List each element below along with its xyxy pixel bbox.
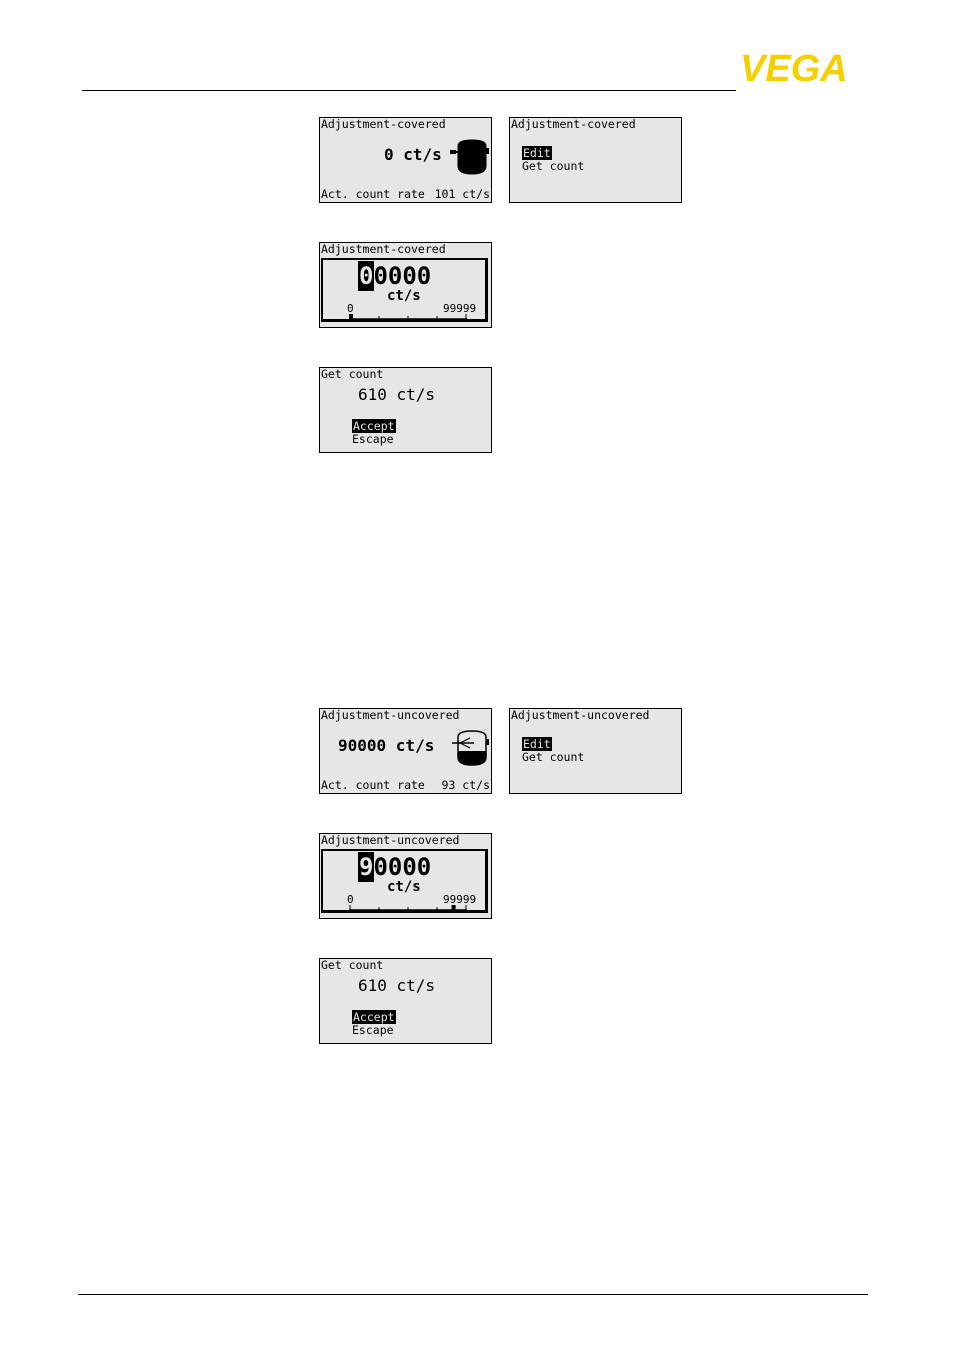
lcd-covered-get: Get count 610 ct/s Accept Escape bbox=[319, 367, 492, 453]
lcd-footer-value: 101 ct/s bbox=[434, 187, 490, 201]
lcd-covered-main: Adjustment-covered 0 ct/s Act. count rat… bbox=[319, 117, 492, 203]
edit-rest-digits: 0000 bbox=[373, 262, 432, 290]
lcd-title: Adjustment-covered bbox=[511, 117, 636, 131]
lcd-covered-edit: Adjustment-covered 00000 ct/s 0 99999 bbox=[319, 242, 492, 328]
lcd-title: Adjustment-uncovered bbox=[321, 833, 460, 847]
edit-frame: 90000 ct/s 0 99999 bbox=[321, 849, 488, 913]
lcd-footer-label: Act. count rate bbox=[321, 778, 425, 792]
edit-rest-digits: 0000 bbox=[373, 853, 432, 881]
edit-unit: ct/s bbox=[387, 879, 421, 895]
menu-item-get-count[interactable]: Get count bbox=[522, 159, 585, 173]
scale-max: 99999 bbox=[443, 893, 477, 906]
lcd-value: 610 ct/s bbox=[358, 385, 436, 404]
vega-logo: VEGA bbox=[740, 50, 848, 84]
lcd-title: Get count bbox=[321, 367, 384, 381]
lcd-title: Get count bbox=[321, 958, 384, 972]
lcd-value: 90000 ct/s bbox=[338, 736, 435, 755]
lcd-title: Adjustment-uncovered bbox=[511, 708, 650, 722]
lcd-value: 0 ct/s bbox=[384, 145, 442, 164]
logo-text: VEGA bbox=[740, 50, 848, 84]
edit-frame: 00000 ct/s 0 99999 bbox=[321, 258, 488, 322]
header-rule bbox=[82, 90, 736, 91]
lcd-footer-label: Act. count rate bbox=[321, 187, 425, 201]
menu-item-edit[interactable]: Edit bbox=[522, 737, 552, 751]
scale-min: 0 bbox=[347, 302, 354, 315]
accept-button[interactable]: Accept bbox=[352, 419, 396, 433]
menu-item-get-count[interactable]: Get count bbox=[522, 750, 585, 764]
menu-item-edit[interactable]: Edit bbox=[522, 146, 552, 160]
escape-button[interactable]: Escape bbox=[352, 432, 394, 446]
lcd-title: Adjustment-covered bbox=[321, 242, 446, 256]
vessel-full-icon bbox=[450, 139, 489, 175]
vessel-empty-icon bbox=[452, 730, 489, 766]
scale-min: 0 bbox=[347, 893, 354, 906]
edit-cursor-digit[interactable]: 0 bbox=[357, 261, 375, 291]
lcd-uncovered-get: Get count 610 ct/s Accept Escape bbox=[319, 958, 492, 1044]
lcd-uncovered-main: Adjustment-uncovered 90000 ct/s Act. cou… bbox=[319, 708, 492, 794]
edit-value[interactable]: 90000 bbox=[357, 852, 432, 882]
lcd-footer-value: 93 ct/s bbox=[441, 778, 490, 792]
scale-bar bbox=[349, 314, 467, 320]
lcd-uncovered-menu: Adjustment-uncovered Edit Get count bbox=[509, 708, 682, 794]
lcd-title: Adjustment-covered bbox=[321, 117, 446, 131]
edit-unit: ct/s bbox=[387, 288, 421, 304]
escape-button[interactable]: Escape bbox=[352, 1023, 394, 1037]
lcd-value: 610 ct/s bbox=[358, 976, 436, 995]
edit-cursor-digit[interactable]: 9 bbox=[357, 852, 375, 882]
scale-max: 99999 bbox=[443, 302, 477, 315]
edit-value[interactable]: 00000 bbox=[357, 261, 432, 291]
lcd-uncovered-edit: Adjustment-uncovered 90000 ct/s 0 99999 bbox=[319, 833, 492, 919]
lcd-covered-menu: Adjustment-covered Edit Get count bbox=[509, 117, 682, 203]
lcd-title: Adjustment-uncovered bbox=[321, 708, 460, 722]
scale-bar bbox=[349, 905, 467, 911]
footer-rule bbox=[78, 1294, 868, 1295]
accept-button[interactable]: Accept bbox=[352, 1010, 396, 1024]
